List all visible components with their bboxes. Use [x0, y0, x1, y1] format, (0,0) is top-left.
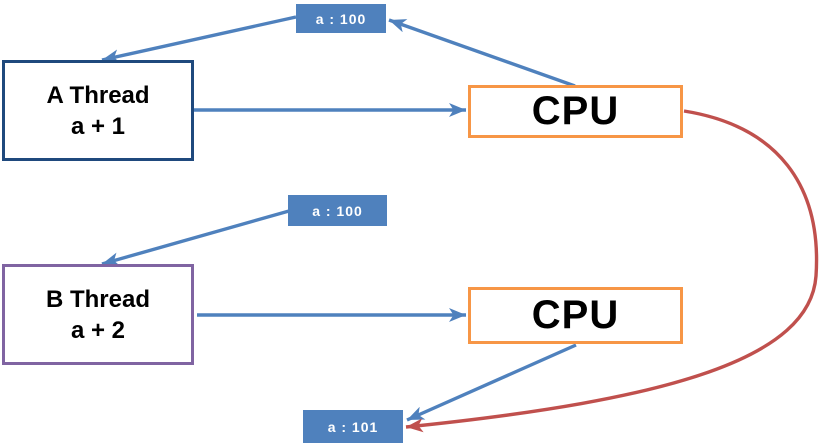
thread-a-title: A Thread — [46, 81, 150, 109]
thread-a-node: A Thread a + 1 — [2, 60, 194, 161]
arrow-cpu-top-to-memtop — [388, 18, 576, 88]
thread-b-title: B Thread — [45, 285, 150, 313]
memory-value-middle: a : 100 — [288, 195, 387, 226]
cpu-bottom-label: CPU — [531, 293, 620, 337]
memory-value-bottom: a : 101 — [303, 410, 403, 443]
memory-value-middle-label: a : 100 — [312, 202, 363, 219]
thread-b-node: B Thread a + 2 — [2, 264, 194, 365]
memory-value-top-label: a : 100 — [315, 10, 367, 27]
memory-value-bottom-label: a : 101 — [327, 418, 379, 435]
arrow-memmid-to-thread-b — [101, 209, 290, 267]
thread-b-operation: a + 2 — [70, 316, 126, 344]
cpu-top-label: CPU — [531, 89, 620, 133]
cpu-bottom-node: CPU — [468, 287, 683, 344]
thread-a-operation: a + 1 — [70, 112, 126, 140]
cpu-top-node: CPU — [468, 85, 683, 138]
arrow-cpu-bottom-to-membottom — [406, 343, 577, 422]
arrow-memtop-to-thread-a — [101, 15, 297, 64]
memory-value-top: a : 100 — [296, 4, 386, 33]
arrow-cpu-top-writeback-to-membottom — [405, 109, 819, 433]
